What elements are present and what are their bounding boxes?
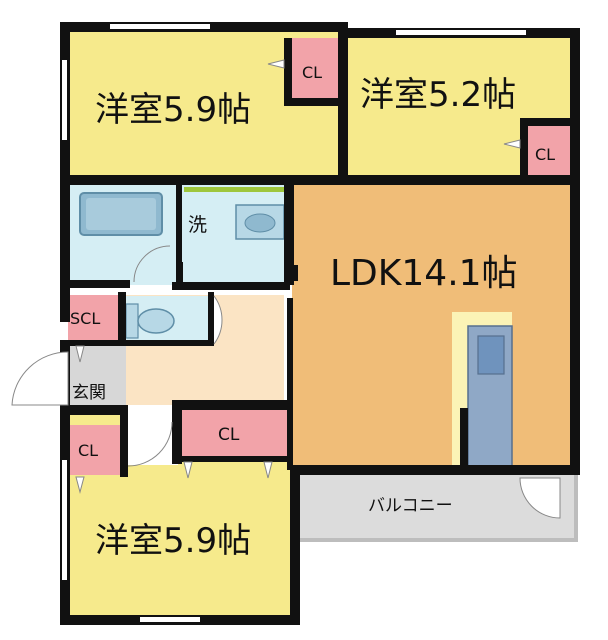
closet-bottom-left	[68, 425, 120, 475]
bedroom-bottom-label: 洋室5.9帖	[95, 521, 251, 561]
ldk-label: LDK14.1帖	[330, 253, 518, 294]
ldk-floor	[292, 185, 572, 470]
closet-top-right-label: CL	[535, 145, 555, 164]
closet-top-right	[528, 125, 570, 175]
closet-top-left-label: CL	[302, 63, 322, 82]
kitchen-sink	[477, 335, 505, 375]
closet-bottom-center-label: CL	[218, 425, 240, 445]
shoe-closet-label: SCL	[70, 309, 100, 328]
shoe-closet	[68, 295, 122, 343]
closet-door-markers	[75, 59, 521, 494]
washer-strip	[184, 187, 284, 192]
entrance-floor	[68, 345, 126, 407]
closet-top-left	[292, 38, 338, 100]
entrance-label: 玄関	[72, 383, 106, 403]
bedroom-bottom-notch	[126, 415, 178, 465]
bedroom-top-left-label: 洋室5.9帖	[95, 90, 251, 130]
toilet-bowl	[137, 308, 175, 334]
windows	[62, 24, 526, 622]
toilet-tank	[125, 303, 139, 339]
wash-basin-bowl	[244, 213, 276, 233]
closet-bottom-center	[182, 410, 290, 458]
balcony-rail-side	[574, 470, 578, 542]
doors	[11, 245, 561, 519]
bedroom-top-right-label: 洋室5.2帖	[360, 75, 516, 115]
closet-bottom-left-label: CL	[78, 441, 98, 460]
bathtub-inner	[86, 198, 156, 230]
balcony-rail	[292, 538, 578, 542]
balcony-label: バルコニー	[368, 496, 453, 516]
washroom-label: 洗	[188, 214, 207, 236]
